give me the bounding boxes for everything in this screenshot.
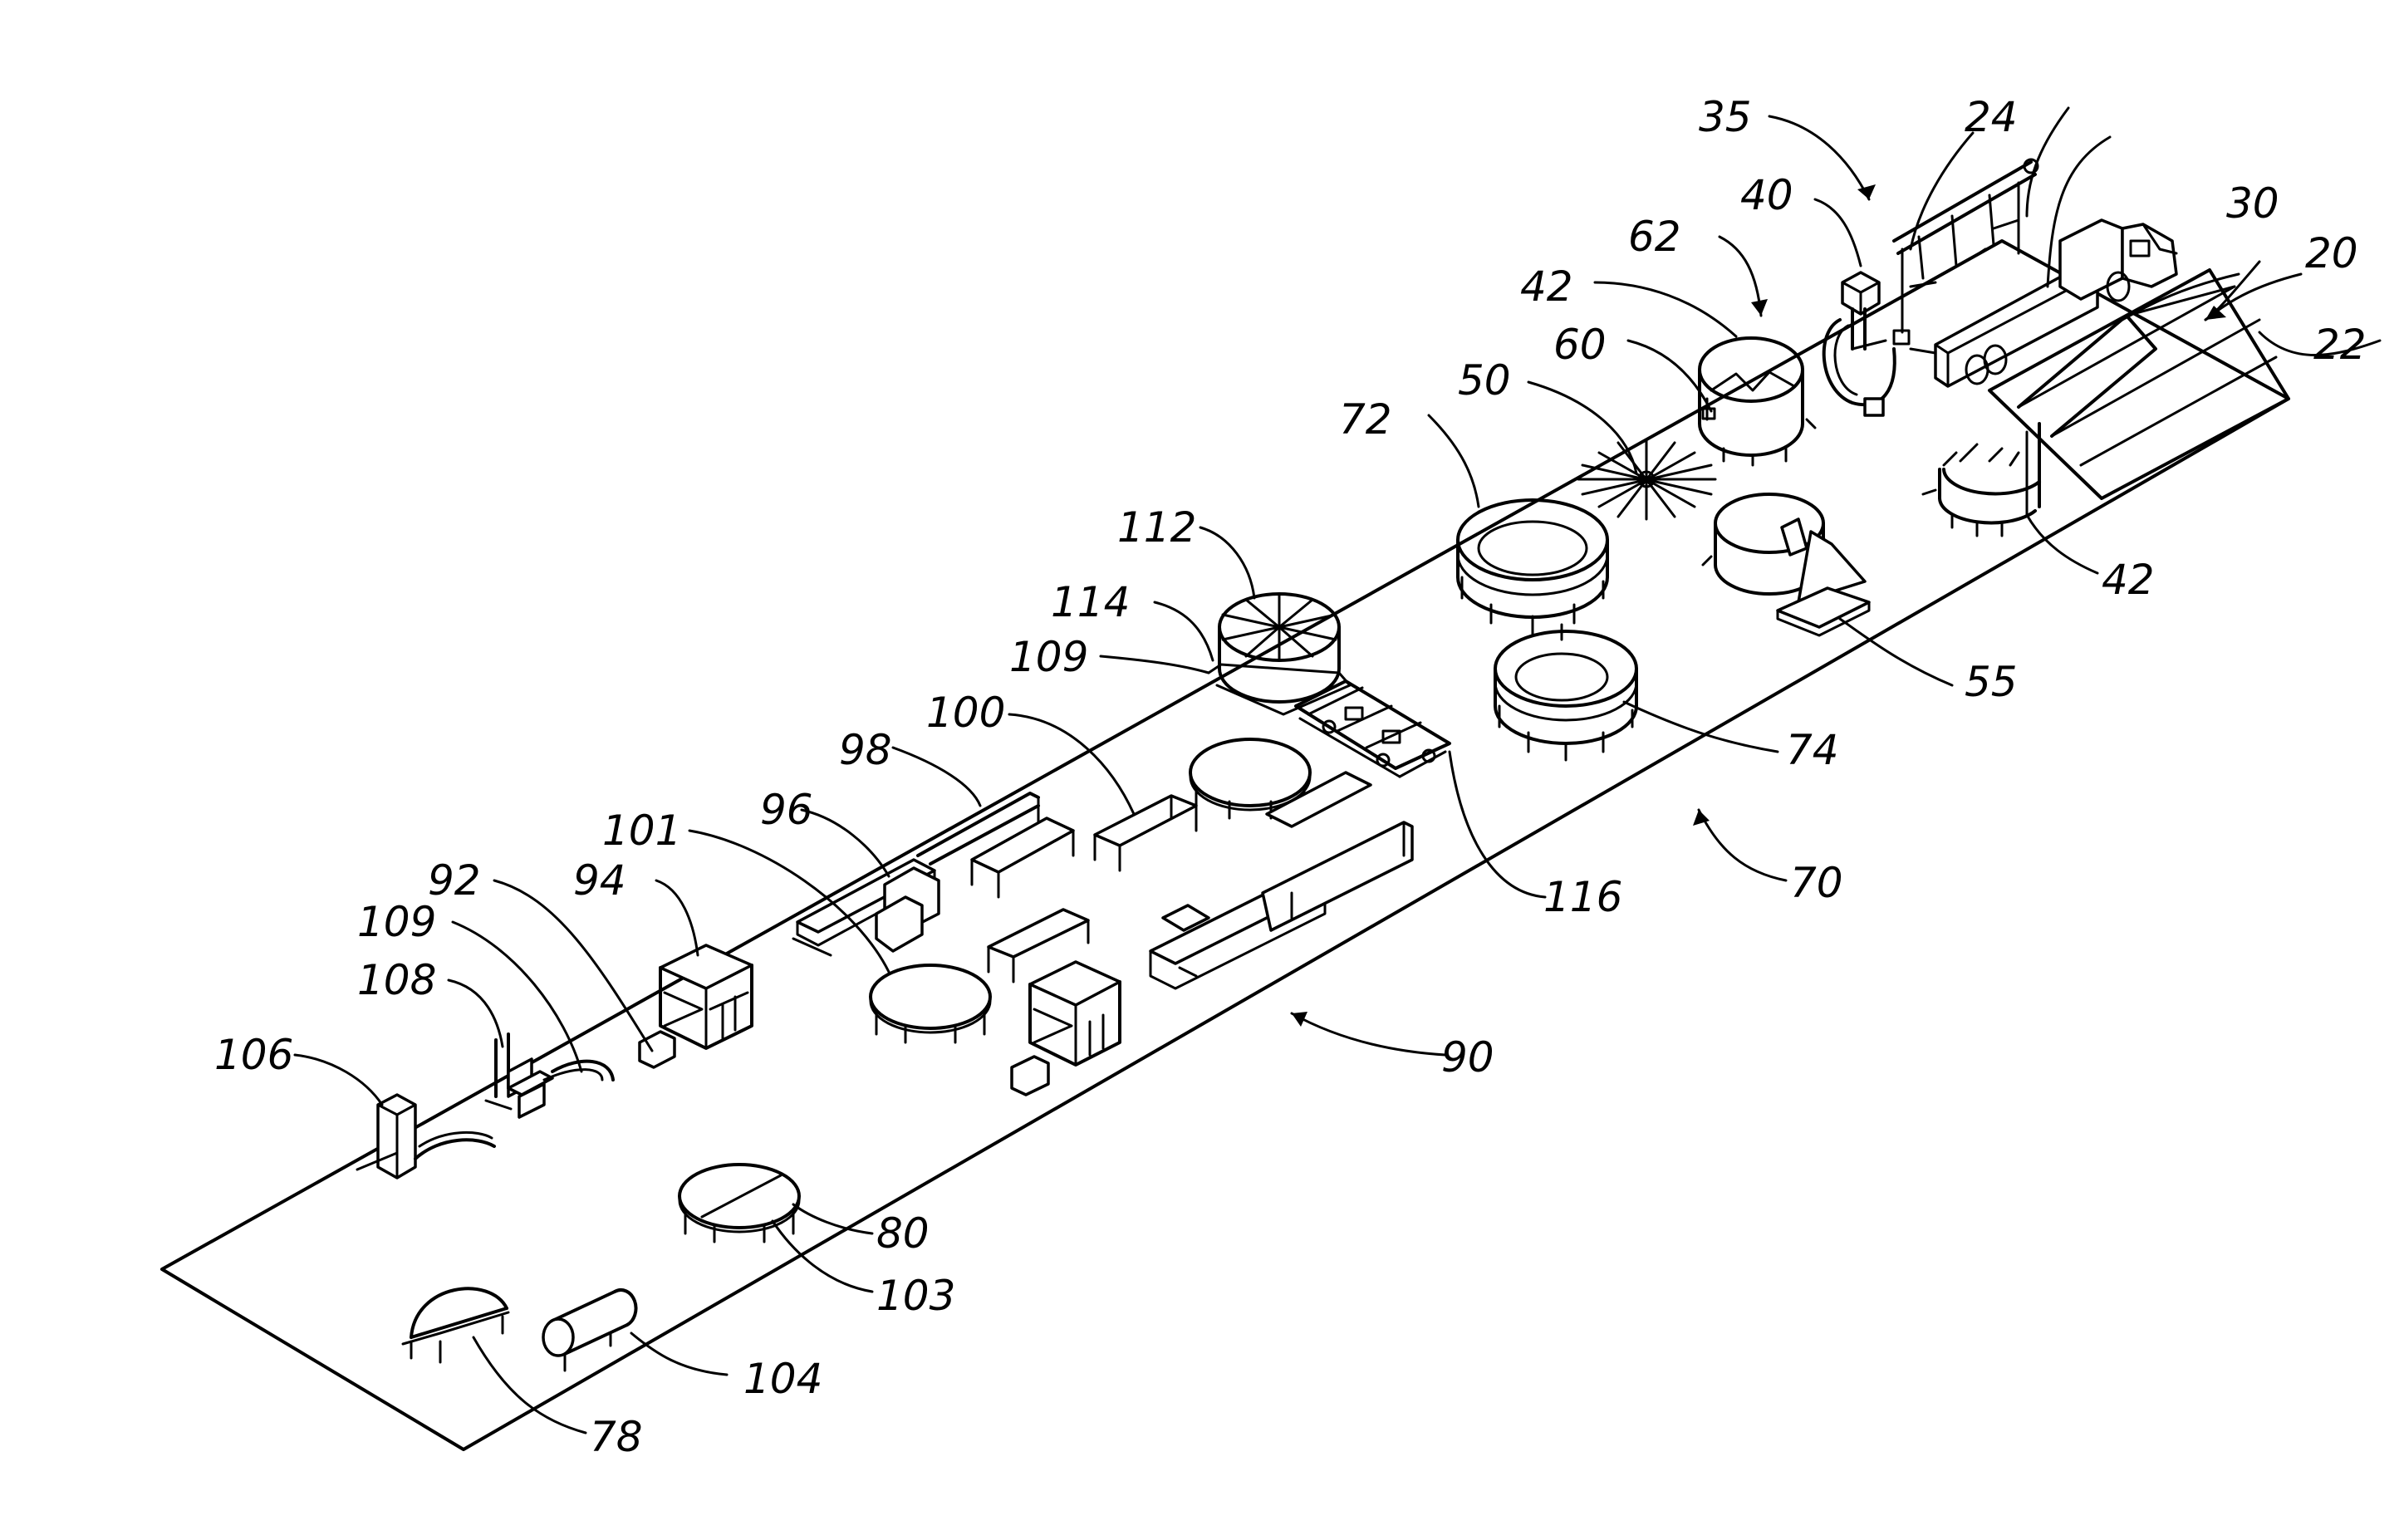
- bench-100: [1095, 796, 1196, 871]
- label-74: 74: [1786, 726, 1839, 774]
- label-108: 108: [357, 956, 436, 1004]
- dome-78: [403, 1288, 508, 1362]
- rotator-drum: [1703, 494, 1869, 635]
- label-114: 114: [1051, 578, 1130, 626]
- label-72: 72: [1339, 395, 1392, 444]
- label-60: 60: [1553, 321, 1607, 369]
- rail-cart: [1296, 681, 1450, 777]
- label-100: 100: [926, 689, 1005, 737]
- label-78: 78: [590, 1413, 643, 1461]
- label-101: 101: [602, 807, 681, 855]
- ground-plane: [162, 241, 2289, 1449]
- label-35: 35: [1699, 93, 1752, 141]
- segment-ring-42: [1923, 424, 2039, 536]
- label-98: 98: [839, 726, 892, 774]
- label-109-top: 109: [1009, 633, 1088, 681]
- label-22: 22: [2313, 321, 2367, 369]
- label-90: 90: [1441, 1033, 1494, 1081]
- label-42-right: 42: [2102, 556, 2155, 604]
- label-104: 104: [743, 1355, 822, 1403]
- label-112: 112: [1117, 503, 1196, 552]
- label-96: 96: [760, 786, 813, 834]
- spoked-drum: [1209, 594, 1350, 714]
- label-109-left: 109: [357, 898, 436, 946]
- label-24: 24: [1965, 93, 2018, 141]
- label-40: 40: [1740, 171, 1793, 219]
- label-62: 62: [1628, 213, 1681, 261]
- lift-tower: [1824, 272, 1895, 415]
- label-30: 30: [2226, 179, 2279, 228]
- label-20: 20: [2305, 229, 2358, 277]
- label-80: 80: [876, 1209, 930, 1258]
- label-116: 116: [1543, 873, 1622, 921]
- label-70: 70: [1790, 859, 1843, 907]
- label-50: 50: [1458, 356, 1511, 405]
- label-106: 106: [214, 1031, 293, 1079]
- round-table-101: [871, 965, 990, 1042]
- label-94: 94: [573, 856, 626, 905]
- label-103: 103: [876, 1272, 955, 1320]
- ring-frame-72: [1458, 500, 1607, 635]
- label-42-top: 42: [1520, 262, 1573, 311]
- bench-98: [918, 793, 1073, 897]
- booth-lower: [1012, 962, 1120, 1095]
- post-106: [357, 1095, 494, 1178]
- booth-94: [640, 945, 752, 1067]
- star-frame: [1578, 440, 1715, 519]
- round-table-80: [679, 1165, 799, 1242]
- label-55: 55: [1965, 658, 2018, 706]
- ring-frame-74: [1495, 625, 1636, 760]
